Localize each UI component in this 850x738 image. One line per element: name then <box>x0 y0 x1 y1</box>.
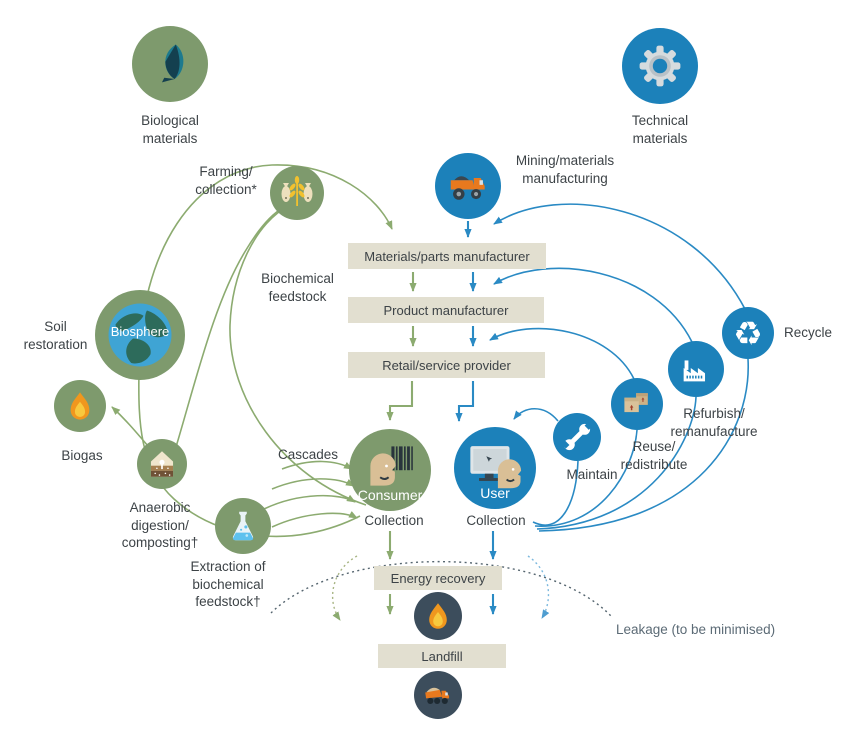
user-circle: User <box>454 427 536 509</box>
label-line: Mining/materials <box>515 153 615 168</box>
label-line: redistribute <box>620 456 688 472</box>
flame-icon <box>429 603 447 629</box>
retail-service-provider-box: Retail/service provider <box>348 352 545 378</box>
energy-flame-circle <box>414 592 462 640</box>
energy-recovery-box: Energy recovery <box>374 566 502 590</box>
label-line: Reuse/ <box>632 439 676 454</box>
label-line: Extraction of <box>190 559 266 574</box>
extraction-circle <box>215 498 271 554</box>
collection-left-label: Collection <box>364 513 424 528</box>
leaf-icon <box>161 44 184 83</box>
biological-materials-label: Biological materials <box>120 112 220 147</box>
farming-collection-circle <box>270 166 324 220</box>
landfill-box: Landfill <box>378 644 506 668</box>
label-line: manufacturing <box>522 170 608 186</box>
tech-column-arrows <box>455 221 497 615</box>
farming-collection-label: Farming/ collection* <box>186 163 266 198</box>
label-line: remanufacture <box>670 423 758 439</box>
consumer-label: Consumer <box>357 487 423 503</box>
label-line: Anaerobic <box>129 500 191 515</box>
consumer-barcode-icon <box>370 446 413 486</box>
recycle-glyph: ♻ <box>733 314 763 353</box>
label-line: feedstock <box>268 288 327 304</box>
maintain-circle <box>553 413 601 461</box>
cascades-label: Cascades <box>277 447 339 462</box>
user-monitor-icon <box>470 446 522 489</box>
recycle-icon: ♻ <box>733 314 763 353</box>
flame-icon <box>70 392 90 420</box>
landfill-truck-icon <box>425 687 450 705</box>
biogas-circle <box>54 380 106 432</box>
recycle-label: Recycle <box>784 325 833 340</box>
wrench-icon <box>561 422 593 451</box>
label-line: collection* <box>195 181 257 197</box>
materials-parts-manufacturer-box: Materials/parts manufacturer <box>348 243 546 269</box>
biosphere-circle: Biosphere <box>95 290 185 380</box>
label-line: Refurbish/ <box>683 406 745 421</box>
label-line: composting† <box>121 535 199 551</box>
label-line: materials <box>632 130 688 146</box>
user-label: User <box>480 485 510 501</box>
gear-icon <box>639 45 681 87</box>
label-line: digestion/ <box>131 517 189 533</box>
factory-icon <box>683 360 706 382</box>
bio-column-arrows <box>386 272 417 615</box>
technical-materials-label: Technical materials <box>610 112 710 147</box>
mining-circle <box>435 153 501 219</box>
label-line: Biochemical <box>261 271 334 286</box>
mining-label: Mining/materials manufacturing <box>500 152 630 187</box>
reuse-label: Reuse/ redistribute <box>608 438 700 473</box>
refurbish-circle <box>668 341 724 397</box>
landfill-truck-circle <box>414 671 462 719</box>
product-manufacturer-box: Product manufacturer <box>348 297 544 323</box>
label-line: Technical <box>631 113 689 128</box>
flask-icon <box>232 511 254 541</box>
globe-icon <box>108 303 172 367</box>
dump-truck-icon <box>450 176 485 200</box>
biosphere-label: Biosphere <box>110 324 170 339</box>
wheat-fish-icon <box>281 176 313 206</box>
label-line: Soil <box>44 319 67 334</box>
extraction-label: Extraction of biochemical feedstock† <box>172 558 284 611</box>
maintain-label: Maintain <box>566 467 618 482</box>
anaerobic-digestion-label: Anaerobic digestion/ composting† <box>105 499 215 552</box>
label-line: Biological <box>141 113 199 128</box>
label-line: biochemical <box>192 576 264 592</box>
label-line: materials <box>142 130 198 146</box>
compost-icon <box>150 451 174 477</box>
label-line: restoration <box>23 336 88 352</box>
refurbish-label: Refurbish/ remanufacture <box>662 405 766 440</box>
label-line: feedstock† <box>195 594 261 610</box>
boxes-icon <box>624 393 648 413</box>
technical-materials-circle <box>622 28 698 104</box>
anaerobic-digestion-circle <box>137 439 187 489</box>
leakage-label: Leakage (to be minimised) <box>616 622 776 637</box>
tech-loop-paths <box>489 203 749 532</box>
collection-right-label: Collection <box>466 513 526 528</box>
consumer-circle: Consumer <box>349 429 431 511</box>
soil-restoration-label: Soil restoration <box>8 318 103 353</box>
reuse-circle <box>611 378 663 430</box>
label-line: Farming/ <box>199 164 253 179</box>
biogas-label: Biogas <box>61 448 103 463</box>
biological-materials-circle <box>132 26 208 102</box>
biochemical-feedstock-label: Biochemical feedstock <box>240 270 355 305</box>
recycle-circle: ♻ <box>722 307 774 359</box>
